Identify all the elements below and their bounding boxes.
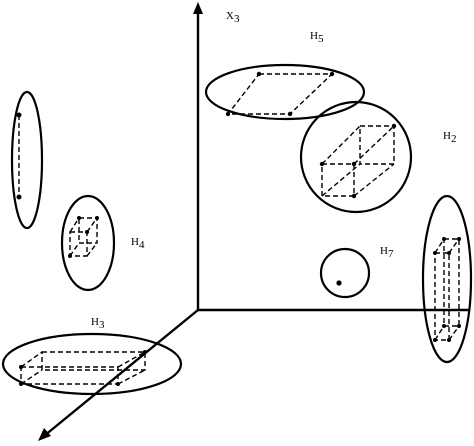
vertex [329, 71, 335, 77]
cube-edge [321, 163, 361, 197]
hyperedge-h2: H2 [299, 100, 456, 214]
vertex [433, 251, 437, 255]
hyperedge-h5-label: H5 [310, 30, 324, 45]
box-edge [448, 238, 460, 254]
cube-back-face [359, 125, 395, 165]
hyperedge-unlabeled-segment [10, 90, 44, 230]
box-edge [434, 325, 445, 341]
vertex [116, 382, 120, 386]
vertex [433, 338, 437, 342]
cube-edge [69, 217, 80, 233]
cube-edge [353, 125, 395, 165]
vertex [447, 251, 451, 255]
cube-edge [353, 163, 395, 197]
hyperedge-h7: H7 [319, 245, 394, 299]
vertex [68, 254, 72, 258]
box-edge [20, 369, 43, 385]
vertex [19, 365, 23, 369]
vertex [287, 111, 293, 117]
x3-axis-arrowhead [193, 2, 203, 14]
vertex [143, 350, 147, 354]
cube-edge [86, 217, 98, 233]
hyperedge-unlabeled-tall-box [421, 194, 473, 364]
vertex [457, 324, 461, 328]
hyperedge-h3: H3 [1, 316, 183, 396]
vertex [442, 324, 446, 328]
box-edge [117, 351, 146, 368]
hyperedge-h5: H5 [204, 30, 366, 121]
hyperedge-outline [421, 194, 473, 364]
hyperedge-h7-outline [319, 247, 371, 299]
cube-edge [69, 242, 80, 257]
box-edge [20, 351, 43, 368]
hyperedge-h3-outline [1, 332, 183, 396]
vertex [336, 280, 342, 286]
axes: X3 [38, 2, 470, 441]
vertex [457, 237, 461, 241]
cube-edge [321, 125, 361, 165]
vertex [16, 112, 22, 118]
box-edge [117, 369, 146, 385]
vertex [77, 216, 81, 220]
vertex [95, 216, 99, 220]
cube-front-face [321, 163, 355, 197]
hyperedge-outline [10, 90, 44, 230]
hyperedge-h7-label: H7 [380, 245, 394, 260]
vertex [256, 71, 262, 77]
depth-axis-arrowhead [38, 428, 51, 441]
vertex [351, 161, 357, 167]
box-front-face [434, 252, 450, 341]
vertex [447, 338, 451, 342]
vertex [85, 230, 89, 234]
hyperedge-h2-outline [299, 100, 413, 214]
hyperedge-h4: H4 [60, 194, 145, 292]
box-edge [434, 238, 445, 254]
hyperedge-h3-label: H3 [91, 316, 105, 331]
vertex [351, 193, 357, 199]
cube-front-face [69, 231, 88, 257]
hyperedge-h2-label: H2 [443, 130, 456, 145]
hyperedge-h4-outline [60, 194, 116, 292]
cube-edge [86, 242, 98, 257]
vertex [391, 123, 397, 129]
vertex [319, 161, 325, 167]
parallelogram-face [226, 73, 334, 115]
vertex [442, 237, 446, 241]
box-edge [448, 325, 460, 341]
depth-axis [43, 309, 199, 437]
hyperedge-h4-label: H4 [131, 236, 145, 251]
hyperedge-h5-outline [204, 63, 366, 121]
vertex [16, 194, 22, 200]
box-back-face [41, 351, 146, 371]
box-back-face [443, 238, 460, 327]
x3-axis-label: X3 [226, 10, 240, 25]
vertex [225, 111, 231, 117]
vertex [19, 382, 23, 386]
